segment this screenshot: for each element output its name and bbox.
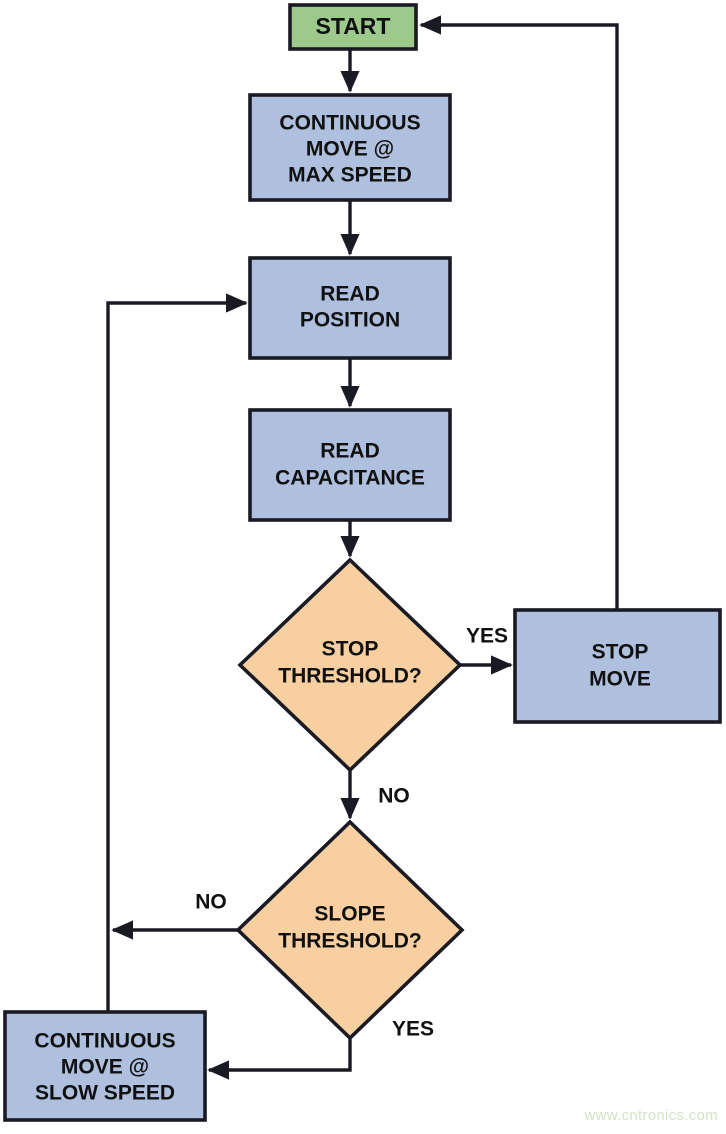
node-continuous-move-slow-speed-shape bbox=[3, 1010, 207, 1122]
node-read-position-shape bbox=[248, 256, 452, 360]
edge-label-yes-slope-threshold: YES bbox=[392, 1018, 434, 1041]
node-read-position-label-line-1: POSITION bbox=[300, 309, 400, 332]
node-stop-move[interactable]: STOP MOVE bbox=[513, 608, 722, 724]
node-continuous-move-slow-speed-label-line-0: CONTINUOUS bbox=[34, 1030, 175, 1053]
node-slope-threshold-label-line-1: THRESHOLD? bbox=[278, 930, 422, 953]
node-read-position-label-line-0: READ bbox=[320, 283, 380, 306]
edge-label-layer: YES NO NO YES bbox=[195, 625, 508, 1041]
node-read-position[interactable]: READ POSITION bbox=[248, 256, 452, 360]
edge-left-rail-to-read-position bbox=[106, 293, 248, 1012]
node-slope-threshold-label-line-0: SLOPE bbox=[314, 903, 385, 926]
node-start[interactable]: START bbox=[288, 3, 418, 51]
node-stop-threshold-label-line-0: STOP bbox=[322, 638, 379, 661]
node-stop-move-label-line-0: STOP bbox=[592, 641, 649, 664]
node-read-capacitance-label-line-1: CAPACITANCE bbox=[275, 467, 425, 490]
node-continuous-move-slow-speed-label-line-1: MOVE @ bbox=[61, 1056, 149, 1079]
node-start-shape bbox=[288, 3, 418, 51]
node-slope-threshold-decision[interactable]: SLOPE THRESHOLD? bbox=[235, 819, 465, 1041]
node-continuous-move-max-speed[interactable]: CONTINUOUS MOVE @ MAX SPEED bbox=[248, 93, 452, 202]
node-continuous-move-max-speed-label-line-0: CONTINUOUS bbox=[279, 112, 420, 135]
node-continuous-move-slow-speed-label-line-2: SLOW SPEED bbox=[35, 1082, 175, 1105]
node-read-capacitance[interactable]: READ CAPACITANCE bbox=[248, 408, 452, 522]
node-continuous-move-max-speed-label-line-2: MAX SPEED bbox=[288, 164, 412, 187]
node-start-label-line-0: START bbox=[316, 13, 391, 39]
edge-label-no-slope-threshold: NO bbox=[195, 891, 227, 914]
watermark-text: www.cntronics.com bbox=[584, 1107, 718, 1124]
node-read-capacitance-label-line-0: READ bbox=[320, 440, 380, 463]
connector-layer bbox=[106, 15, 619, 1080]
node-stop-threshold-decision[interactable]: STOP THRESHOLD? bbox=[237, 557, 463, 773]
node-stop-move-label-line-1: MOVE bbox=[589, 668, 651, 691]
edge-stop-move-to-start bbox=[419, 15, 619, 610]
node-read-capacitance-shape bbox=[248, 408, 452, 522]
node-slope-threshold-decision-shape bbox=[235, 819, 465, 1041]
node-continuous-move-slow-speed[interactable]: CONTINUOUS MOVE @ SLOW SPEED bbox=[3, 1010, 207, 1122]
node-continuous-move-max-speed-shape bbox=[248, 93, 452, 202]
edge-label-yes-stop-threshold: YES bbox=[466, 625, 508, 648]
node-continuous-move-max-speed-label-line-1: MOVE @ bbox=[306, 138, 394, 161]
node-stop-threshold-decision-shape bbox=[237, 557, 463, 773]
node-stop-move-shape bbox=[513, 608, 722, 724]
edge-label-no-stop-threshold: NO bbox=[378, 785, 410, 808]
node-stop-threshold-label-line-1: THRESHOLD? bbox=[278, 665, 422, 688]
edge-slope-threshold-yes-to-slow-speed bbox=[207, 1038, 352, 1080]
